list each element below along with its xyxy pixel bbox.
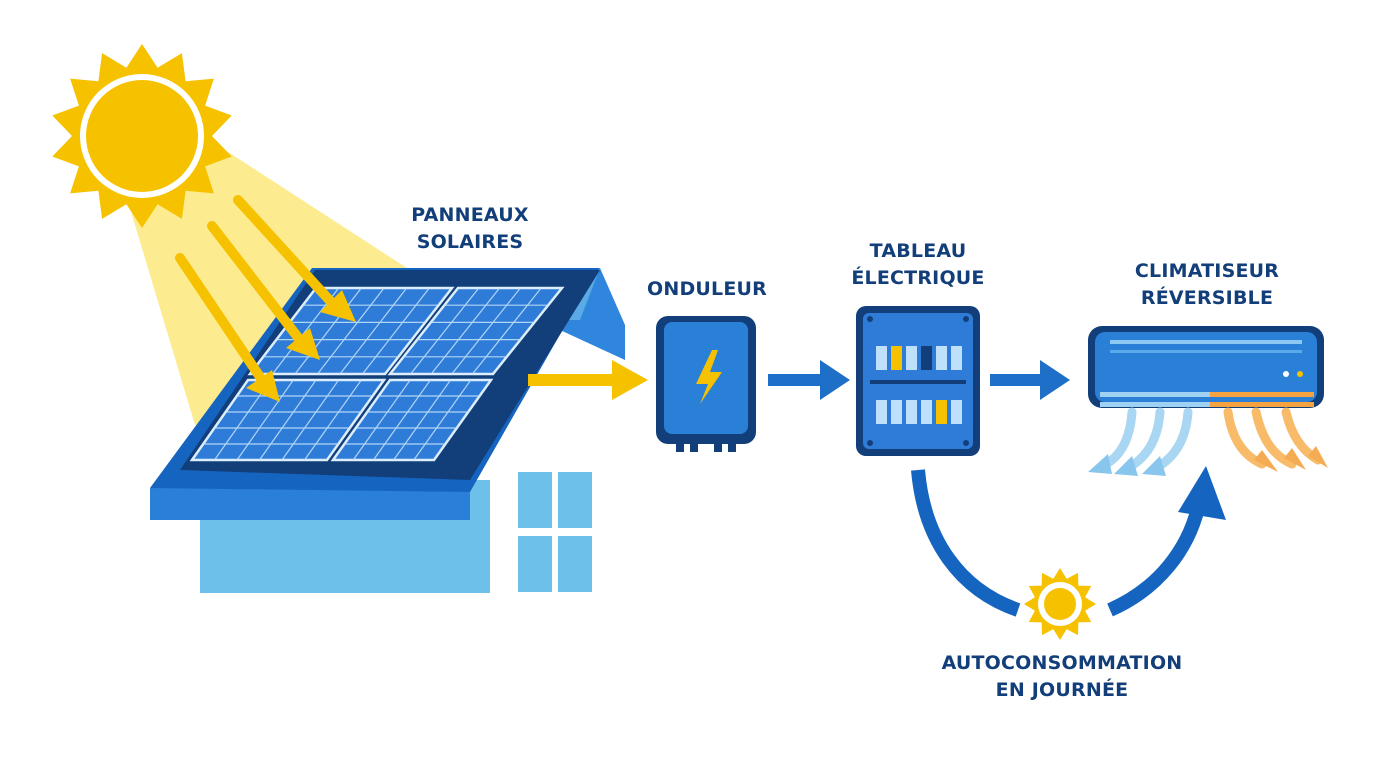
flow-arrow-board-to-ac xyxy=(990,360,1070,400)
solar-panel xyxy=(330,378,494,462)
label-solar-panels: PANNEAUX SOLAIRES xyxy=(411,204,529,253)
sun-ray-arrows xyxy=(175,195,356,402)
electrical-board xyxy=(856,306,980,456)
inverter xyxy=(656,316,756,452)
flow-arrow-inverter-to-board xyxy=(768,360,850,400)
air-conditioner xyxy=(1088,326,1324,408)
warm-airflow xyxy=(1223,407,1328,472)
flow-arrow-panels-to-inverter xyxy=(528,360,648,400)
lightning-bolt-icon xyxy=(696,350,722,404)
sun-icon xyxy=(52,44,232,228)
label-reversible-ac: CLIMATISEUR RÉVERSIBLE xyxy=(1134,260,1280,309)
self-consumption-loop xyxy=(911,466,1226,617)
solar-panel xyxy=(387,286,565,376)
label-inverter: ONDULEUR xyxy=(647,278,767,300)
roof-gable xyxy=(560,268,625,360)
label-electrical-board: TABLEAU ÉLECTRIQUE xyxy=(851,240,985,289)
cool-airflow xyxy=(1088,407,1193,476)
sun-icon xyxy=(1024,568,1096,640)
label-daytime-self-consumption: AUTOCONSOMMATION EN JOURNÉE xyxy=(941,652,1183,701)
